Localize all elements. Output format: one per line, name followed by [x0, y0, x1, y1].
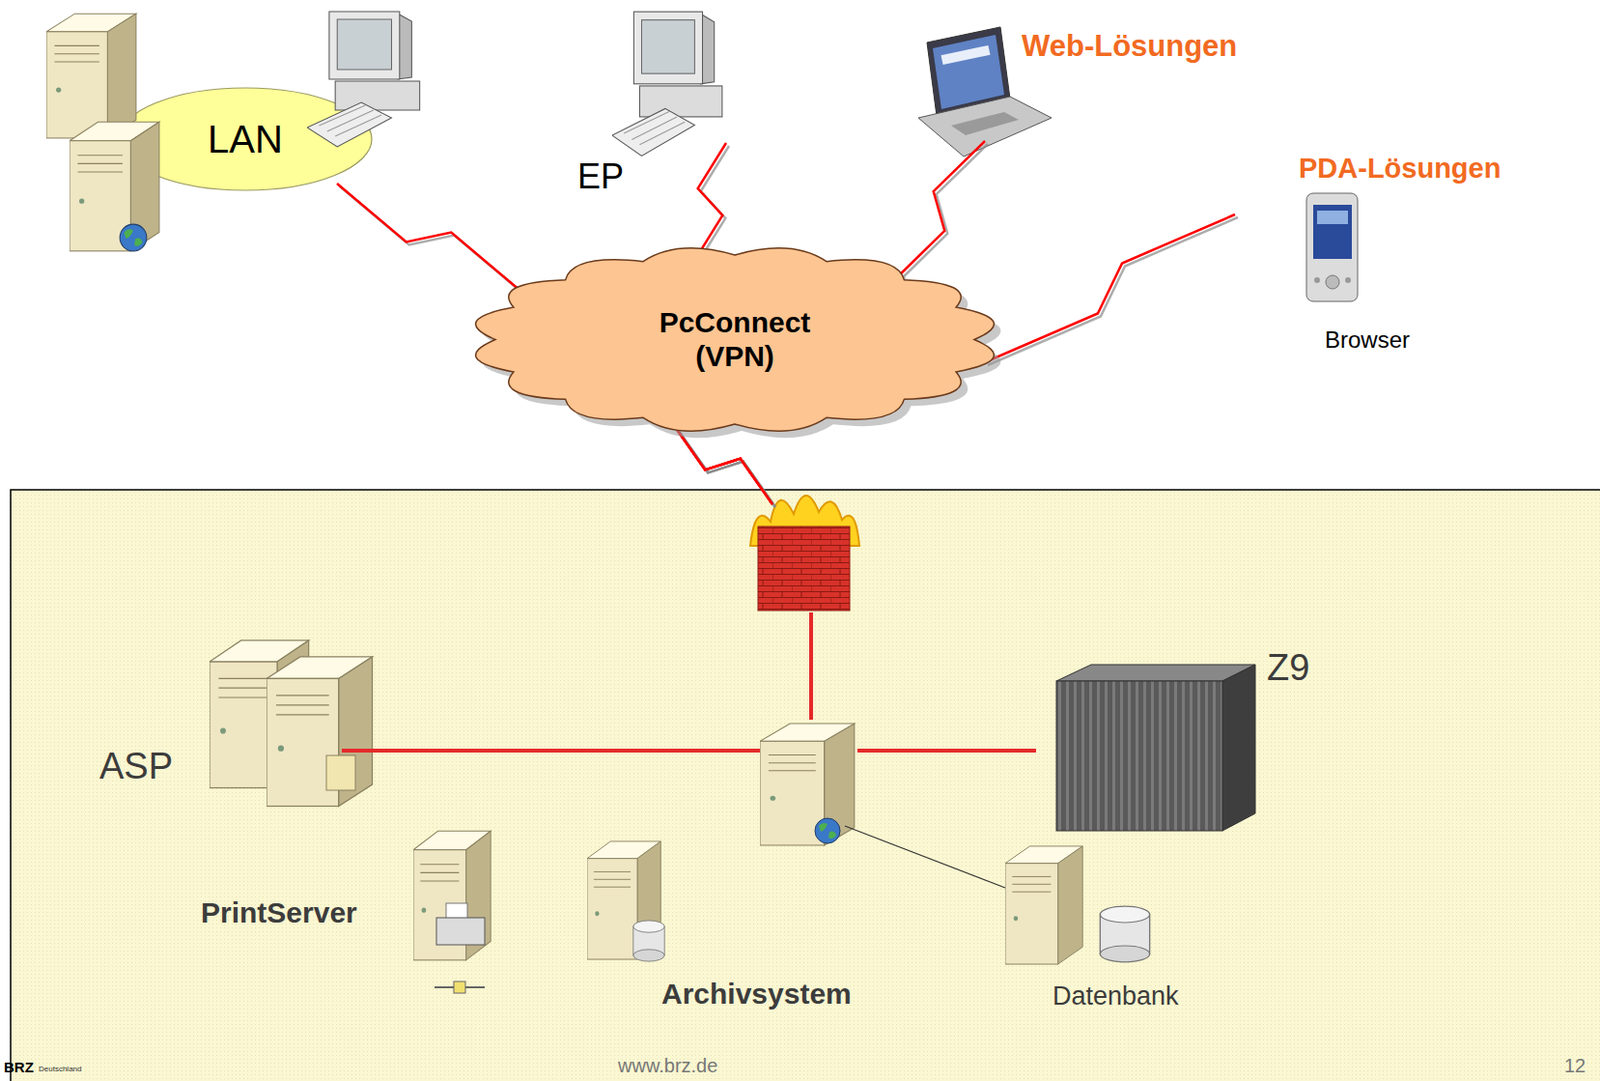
network-link: [694, 142, 730, 264]
node-label: ASP: [99, 745, 173, 788]
node-label: PcConnect (VPN): [643, 306, 827, 373]
globe-icon: [814, 817, 841, 843]
storage-icon: [633, 920, 665, 961]
lightning-link: [984, 214, 1236, 363]
device-node: Z9: [1056, 663, 1256, 832]
node-label: PrintServer: [200, 896, 358, 930]
lightning-link: [336, 183, 521, 291]
network-link: [673, 423, 1037, 751]
link-shadow: [675, 426, 776, 507]
link-shadow: [987, 217, 1238, 365]
node-label: Datenbank: [1052, 981, 1179, 1011]
globe-icon: [119, 224, 147, 252]
server-icon: [266, 656, 373, 807]
lightning-link: [694, 142, 727, 261]
device-node: PDA-LösungenBrowser: [1306, 193, 1358, 302]
mainframe-icon: [1056, 664, 1256, 831]
network-ellipse: LAN: [117, 86, 373, 192]
wire-link: [857, 748, 1037, 753]
wire-link: [809, 612, 814, 720]
footer-url: www.brz.de: [617, 1054, 718, 1077]
lightning-link: [893, 140, 985, 281]
firewall-icon: [750, 495, 860, 611]
wire-link: [809, 612, 814, 720]
node-label: EP: [577, 156, 624, 197]
link-shadow: [675, 426, 776, 507]
device-node: Archivsystem: [587, 837, 674, 965]
device-node: ASP: [209, 632, 378, 807]
node-label: LAN: [207, 116, 283, 162]
node-label: Archivsystem: [661, 977, 852, 1011]
workstation-icon: [612, 11, 723, 156]
folder-icon: [326, 755, 356, 790]
page-number: 12: [1564, 1054, 1586, 1077]
network-link: [984, 214, 1238, 365]
pda-icon: [1306, 193, 1358, 302]
wire-link: [809, 612, 814, 720]
cloud-shape: [476, 248, 995, 431]
network-link: [673, 423, 1006, 888]
network-link: [341, 423, 812, 751]
server-icon: [46, 13, 137, 139]
node-label: PDA-Lösungen: [1298, 152, 1501, 185]
node-label: Browser: [1324, 326, 1410, 354]
server-icon: [69, 121, 160, 252]
workstation-icon: [307, 11, 421, 147]
device-node: Datenbank: [1005, 842, 1153, 965]
link-shadow: [896, 143, 988, 284]
lan-ellipse: [118, 87, 372, 191]
wire-link: [341, 748, 760, 753]
device-node: EP: [612, 9, 730, 165]
logo-text: Deutschland: [38, 1064, 82, 1073]
server-icon: [1005, 845, 1083, 964]
link-shadow: [675, 426, 776, 507]
server-icon: [413, 830, 491, 960]
node-label: Web-Lösungen: [1021, 28, 1237, 64]
wire-link: [844, 825, 1006, 888]
network-link: [893, 140, 988, 284]
network-link: [336, 183, 524, 294]
link-shadow: [339, 186, 524, 294]
node-label: Z9: [1266, 646, 1310, 690]
logo-text: BRZ: [3, 1058, 34, 1075]
web-server-icon: [759, 723, 855, 845]
device-node: Web-Lösungen: [918, 28, 1052, 165]
server-zone: [10, 489, 1600, 1081]
device-node: PrintServer: [413, 826, 501, 991]
network-cloud: PcConnect (VPN): [479, 239, 990, 440]
printer-icon: [434, 902, 485, 993]
storage-icon: [1099, 905, 1150, 962]
